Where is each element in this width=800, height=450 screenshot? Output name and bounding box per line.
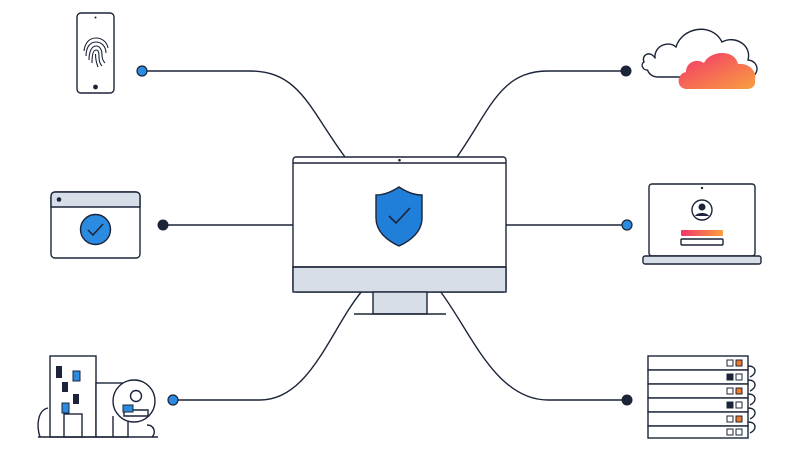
cloud-icon: [641, 28, 758, 89]
password-field: [681, 230, 723, 236]
dot-laptop: [621, 219, 633, 231]
monitor-shield-check-icon: [292, 156, 507, 315]
dot-office: [167, 394, 179, 406]
dot-phone: [136, 65, 148, 77]
office-building-user-icon: [37, 355, 158, 438]
dot-browser: [157, 219, 169, 231]
connector-office: [173, 290, 363, 401]
login-field: [680, 238, 724, 246]
check-icon: [388, 207, 411, 225]
endpoint-dots: [136, 65, 633, 406]
dot-cloud: [620, 65, 632, 77]
browser-window-check-icon: [50, 191, 141, 259]
smartphone-fingerprint-icon: [76, 12, 115, 94]
shield-icon: [375, 186, 423, 247]
connector-lines: [142, 70, 627, 401]
check-icon: [87, 223, 104, 237]
server-rack-icon: [647, 355, 756, 439]
fingerprint-icon: [83, 37, 109, 68]
connector-cloud: [456, 70, 626, 158]
connector-servers: [439, 290, 627, 401]
connector-phone: [142, 70, 346, 158]
dot-servers: [621, 394, 633, 406]
laptop-login-icon: [642, 183, 762, 265]
